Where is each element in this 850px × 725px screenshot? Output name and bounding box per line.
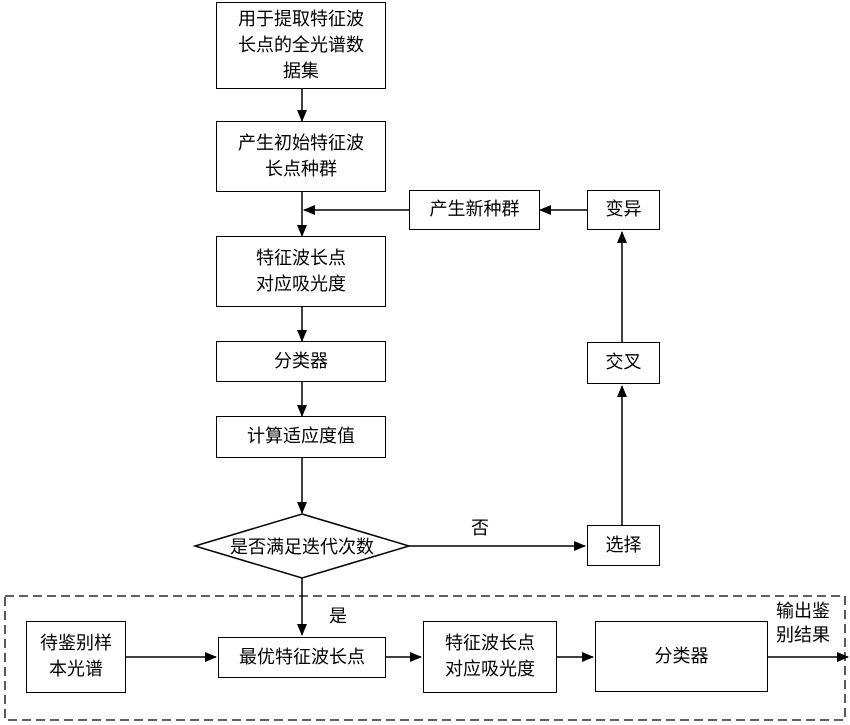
mutation-node: 变异 bbox=[587, 190, 660, 230]
dataset-node: 用于提取特征波 长点的全光谱数 据集 bbox=[216, 2, 386, 89]
classifier2-node: 分类器 bbox=[595, 621, 768, 692]
fitness-node: 计算适应度值 bbox=[216, 416, 386, 458]
decision-label: 是否满足迭代次数 bbox=[230, 537, 374, 558]
classifier-node: 分类器 bbox=[216, 341, 386, 382]
init-population-node: 产生初始特征波 长点种群 bbox=[216, 121, 386, 192]
no-branch-label: 否 bbox=[471, 518, 489, 539]
new-population-node: 产生新种群 bbox=[409, 190, 540, 230]
best-points-node: 最优特征波长点 bbox=[218, 637, 386, 678]
select-node: 选择 bbox=[587, 525, 660, 566]
crossover-node: 交叉 bbox=[587, 342, 660, 384]
absorbance-node: 特征波长点 对应吸光度 bbox=[216, 236, 386, 307]
absorbance2-node: 特征波长点 对应吸光度 bbox=[423, 621, 557, 693]
sample-spectrum-node: 待鉴别样 本光谱 bbox=[26, 621, 126, 693]
output-result-label: 输出鉴 别结果 bbox=[776, 601, 830, 646]
yes-branch-label: 是 bbox=[329, 606, 347, 627]
